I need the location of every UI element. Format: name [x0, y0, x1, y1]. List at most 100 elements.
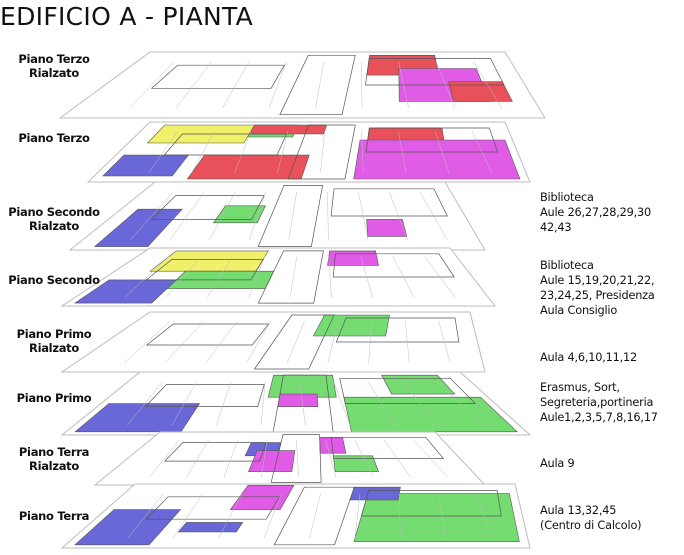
floor-plate-terra-rialzato: [93, 431, 487, 486]
floor-info-terra: Aula 13,32,45(Centro di Calcolo): [540, 504, 642, 532]
room-zone-red: [448, 81, 513, 102]
wing-outline-0: [145, 259, 264, 281]
wing-outline-2: [364, 58, 505, 86]
room-divider: [434, 130, 450, 174]
room-divider: [398, 61, 409, 109]
floor-info-terra-rialzato: Aula 9: [540, 457, 575, 470]
wing-outline-0: [150, 195, 265, 220]
room-divider: [361, 130, 364, 174]
wing-outline-1: [257, 250, 324, 304]
room-divider: [169, 192, 205, 240]
room-zone-green: [343, 396, 519, 433]
room-divider: [424, 256, 456, 298]
room-divider: [436, 381, 485, 426]
room-divider: [399, 493, 401, 539]
wing-outline-1: [253, 314, 335, 370]
wing-outline-1: [257, 185, 323, 247]
room-divider: [130, 192, 174, 240]
wing-outline-1: [270, 434, 322, 483]
floor-plate-secondo: [60, 247, 497, 307]
room-divider: [309, 493, 321, 539]
room-zone-green: [353, 493, 520, 542]
room-divider: [165, 256, 201, 298]
floor-label-terzo: Piano Terzo: [18, 131, 90, 145]
room-divider: [327, 192, 329, 240]
room-zone-blue: [177, 522, 244, 533]
room-divider: [333, 381, 351, 426]
room-divider: [175, 61, 212, 109]
room-divider: [207, 256, 233, 298]
room-divider: [222, 61, 250, 109]
floor-plate-primo: [60, 371, 532, 436]
room-zone-blue: [349, 486, 401, 501]
room-divider: [164, 320, 205, 364]
wing-outline-1: [279, 54, 356, 116]
room-divider: [404, 320, 410, 364]
room-divider: [246, 320, 272, 364]
room-divider: [358, 192, 369, 240]
room-divider: [288, 192, 297, 240]
room-divider: [328, 256, 332, 298]
room-divider: [286, 320, 305, 364]
floor-info-primo-rialzato: Aula 4,6,10,11,12: [540, 351, 638, 364]
room-divider: [383, 439, 411, 478]
room-divider: [419, 192, 448, 240]
room-divider: [360, 256, 373, 298]
room-divider: [325, 439, 337, 478]
wing-outline-2: [332, 253, 455, 278]
room-zone-blue: [74, 509, 182, 546]
room-divider: [171, 381, 197, 426]
room-divider: [248, 192, 266, 240]
room-divider: [360, 61, 363, 109]
wing-outline-0: [163, 133, 288, 156]
room-divider: [320, 130, 325, 174]
floor-label-secondo: Piano Secondo: [8, 273, 100, 287]
floor-label-primo: Piano Primo: [16, 391, 92, 405]
room-zone-blue: [74, 403, 201, 433]
wing-outline-1: [287, 124, 356, 180]
room-divider: [260, 381, 266, 426]
wing-outline-0: [144, 384, 265, 407]
room-zone-magenta: [229, 484, 295, 510]
room-zone-red: [248, 124, 327, 135]
floor-plate-secondo-rialzato: [68, 181, 486, 251]
floor-plate-terzo: [86, 121, 531, 183]
room-divider: [205, 320, 238, 364]
floor-plate-terra: [60, 483, 531, 549]
floor-plate-terzo-rialzato: [58, 51, 546, 119]
room-divider: [277, 130, 289, 174]
room-divider: [435, 61, 456, 109]
room-divider: [261, 439, 268, 478]
room-zone-green: [312, 314, 390, 337]
room-zone-green: [381, 374, 456, 395]
room-divider: [172, 493, 203, 539]
room-divider: [209, 192, 236, 240]
room-divider: [268, 61, 287, 109]
room-zone-magenta: [327, 250, 379, 266]
wing-outline-2: [360, 490, 502, 517]
room-zone-magenta: [248, 450, 296, 473]
wing-outline-2: [339, 377, 477, 404]
room-divider: [248, 256, 266, 298]
floor-plate-primo-rialzato: [60, 311, 486, 373]
room-divider: [149, 439, 180, 478]
room-zone-magenta: [277, 393, 319, 407]
room-divider: [354, 493, 361, 539]
room-zone-red: [186, 154, 310, 180]
room-divider: [223, 439, 239, 478]
room-zone-blue: [93, 208, 183, 247]
room-divider: [234, 130, 252, 174]
wing-outline-2: [330, 188, 448, 217]
room-divider: [216, 381, 232, 426]
room-divider: [327, 320, 339, 364]
room-divider: [296, 439, 299, 478]
room-divider: [368, 320, 372, 364]
wing-outline-0: [145, 323, 270, 346]
room-divider: [354, 439, 374, 478]
wing-outline-2: [330, 436, 445, 459]
